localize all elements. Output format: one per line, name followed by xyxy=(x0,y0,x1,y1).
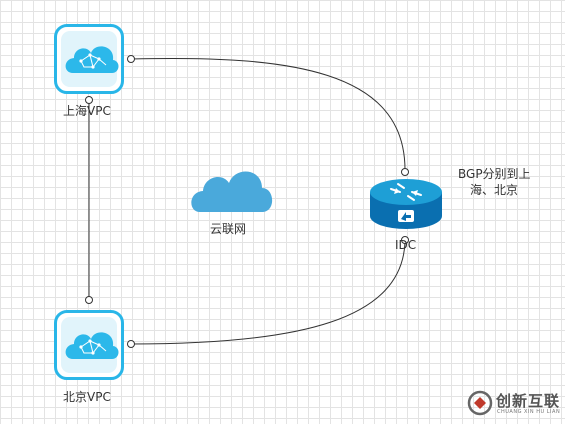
cloud-vpc-icon xyxy=(65,332,119,359)
watermark: 创新互联 CHUANG XIN HU LIAN xyxy=(466,384,565,422)
vpc-node-shanghai[interactable] xyxy=(54,24,124,94)
shanghai-vpc-label: 上海VPC xyxy=(63,104,111,118)
idc-label: IDC xyxy=(395,238,417,252)
bgp-annotation-line2: 海、北京 xyxy=(470,183,519,197)
port-dot xyxy=(127,55,135,63)
port-dot xyxy=(401,236,409,244)
link-shanghai-idc xyxy=(130,57,406,171)
beijing-vpc-label: 北京VPC xyxy=(63,390,111,404)
link-beijing-idc xyxy=(130,241,406,345)
port-dot xyxy=(85,296,93,304)
logo-mark xyxy=(467,390,493,416)
router-icon xyxy=(370,179,442,229)
vpc-node-beijing[interactable] xyxy=(54,310,124,380)
port-dot xyxy=(127,340,135,348)
cloud-vpc-icon xyxy=(65,46,119,73)
bgp-annotation-line1: BGP分别到上 xyxy=(458,167,531,181)
watermark-brand: 创新互联 xyxy=(496,392,561,410)
port-dot xyxy=(85,96,93,104)
port-dot xyxy=(401,168,409,176)
cloud-icon xyxy=(191,171,273,212)
watermark-sub: CHUANG XIN HU LIAN xyxy=(497,409,561,415)
cloud-network-label: 云联网 xyxy=(210,222,247,236)
